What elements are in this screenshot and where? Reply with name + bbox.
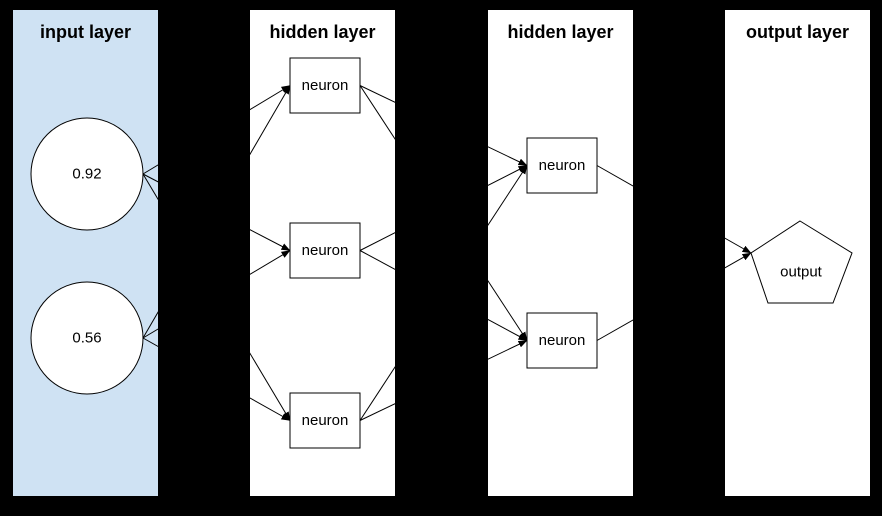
edge-h1a-h2b bbox=[359, 85, 528, 341]
input-layer-title: input layer bbox=[39, 22, 132, 42]
hidden-layer-1-title: hidden layer bbox=[269, 22, 376, 42]
edge-in2-h1b bbox=[142, 250, 291, 339]
node-h2a-label: neuron bbox=[539, 157, 586, 174]
node-out-label: output bbox=[780, 264, 823, 281]
neuron-node-box bbox=[526, 312, 598, 369]
node-h1c-label: neuron bbox=[302, 412, 349, 429]
edge-h1c-h2a bbox=[359, 165, 528, 421]
input-layer-panel: input layer bbox=[13, 10, 158, 496]
edge-h2a-out bbox=[596, 165, 752, 254]
output-node-pentagon bbox=[750, 220, 853, 304]
edge-in1-h1c bbox=[142, 173, 291, 421]
neuron-node-box bbox=[289, 57, 361, 114]
edge-h1b-h2a bbox=[359, 165, 528, 251]
edge-in1-h1a bbox=[142, 85, 291, 175]
node-h1a-label: neuron bbox=[302, 77, 349, 94]
node-in2-label: 0.56 bbox=[72, 330, 101, 347]
neuron-node-box bbox=[289, 222, 361, 279]
edge-h2b-out bbox=[596, 252, 752, 341]
node-h2b-label: neuron bbox=[539, 332, 586, 349]
output-layer-title: output layer bbox=[745, 22, 849, 42]
node-h1b-label: neuron bbox=[302, 242, 349, 259]
node-in1-label: 0.92 bbox=[72, 166, 101, 183]
edge-in2-h1c bbox=[142, 337, 291, 421]
hidden-layer-2-title: hidden layer bbox=[507, 22, 614, 42]
hidden-layer-2-panel: hidden layer bbox=[488, 10, 633, 496]
edge-h1c-h2b bbox=[359, 340, 528, 421]
edge-in2-h1a bbox=[142, 85, 291, 339]
edge-h1b-h2b bbox=[359, 250, 528, 341]
edge-h1a-h2a bbox=[359, 85, 528, 166]
